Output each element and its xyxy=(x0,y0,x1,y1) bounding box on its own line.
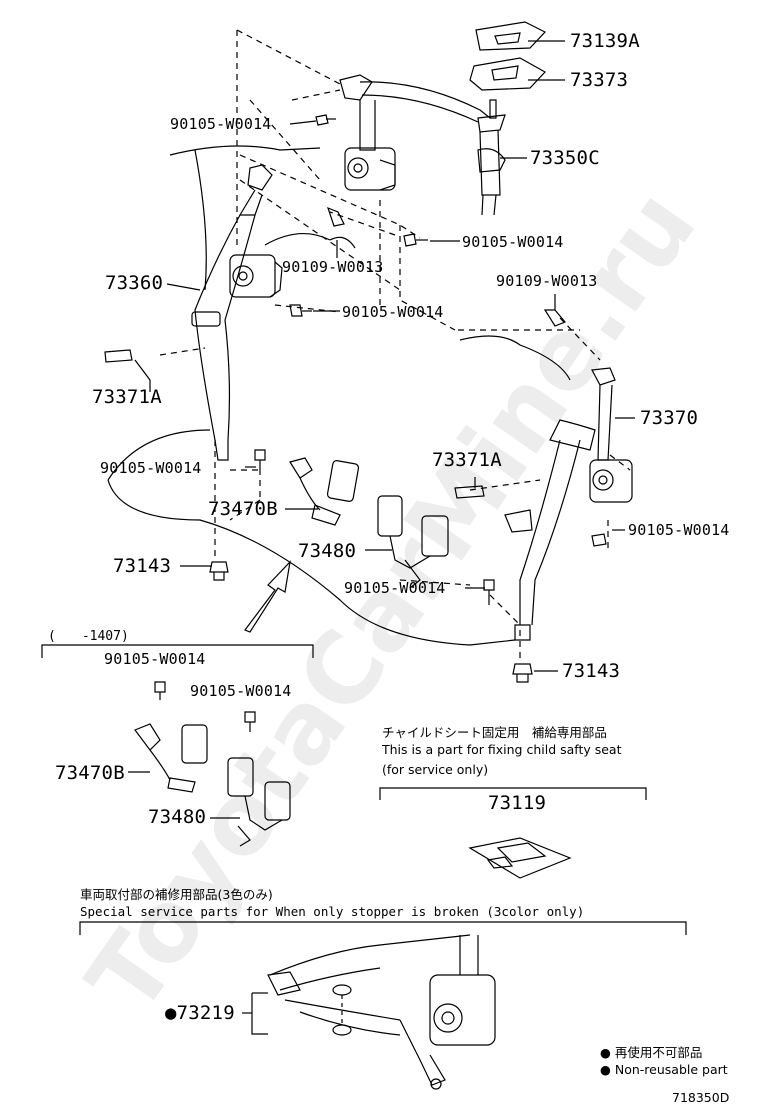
label-73470B-lower: 73470B xyxy=(55,762,125,784)
leader-90109-arc-2 xyxy=(329,236,356,249)
clip-73143-left xyxy=(209,561,229,581)
note-child-seat-jp: チャイルドシート固定用 補給専用部品 xyxy=(382,725,607,740)
label-73371A-right: 73371A xyxy=(432,449,502,471)
label-90105-right: 90105-W0014 xyxy=(628,521,730,539)
label-73470B-center: 73470B xyxy=(208,498,278,520)
label-73143-left: 73143 xyxy=(113,555,172,577)
label-range: ( -1407) xyxy=(48,629,129,644)
floor-outline-left xyxy=(107,429,211,481)
part-73371A-right-shape xyxy=(454,485,485,499)
belt-73370-shape xyxy=(504,367,633,641)
legend-non-reusable-en: ● Non-reusable part xyxy=(600,1062,728,1077)
range-bracket xyxy=(41,644,314,658)
upper-retractor xyxy=(339,74,491,191)
label-90105-upper-right: 90105-W0014 xyxy=(462,233,564,251)
label-90105-center: 90105-W0014 xyxy=(344,579,446,597)
label-73370: 73370 xyxy=(640,407,699,429)
part-73139A-shape xyxy=(475,21,546,51)
bolt-center xyxy=(483,579,495,605)
bolt-mid xyxy=(289,304,312,317)
label-73139A: 73139A xyxy=(570,30,640,52)
bolt-left-lower xyxy=(254,449,266,475)
leader-90109-arc-1 xyxy=(264,232,331,246)
floor-outline xyxy=(107,479,516,646)
bolt-right-top xyxy=(543,309,566,327)
label-90105-upper: 90105-W0014 xyxy=(170,115,272,133)
clip-73143-right xyxy=(512,663,533,683)
label-73350C: 73350C xyxy=(530,147,600,169)
special-bracket xyxy=(79,921,687,935)
label-73480-center: 73480 xyxy=(298,540,357,562)
phantom-outline-upper xyxy=(159,29,631,660)
part-73373-shape xyxy=(469,57,546,91)
label-90105-lower-1: 90105-W0014 xyxy=(104,650,206,668)
part-73350C-shape xyxy=(477,99,506,216)
bolt-upper-3 xyxy=(327,206,345,227)
diagram-id: 718350D xyxy=(672,1090,730,1105)
label-90105-lower-2: 90105-W0014 xyxy=(190,682,292,700)
label-90105-mid: 90105-W0014 xyxy=(342,303,444,321)
label-90109-right: 90109-W0013 xyxy=(496,272,598,290)
leader-lines xyxy=(134,40,635,672)
label-73119: 73119 xyxy=(488,792,547,814)
bolt-right-side xyxy=(591,533,607,547)
bolt-upper-2 xyxy=(403,233,428,247)
label-90105-left-lower: 90105-W0014 xyxy=(100,459,202,477)
label-73219: ●73219 xyxy=(165,1002,235,1024)
note-special-jp: 車両取付部の補修用部品(3色のみ) xyxy=(80,887,273,902)
label-73360: 73360 xyxy=(105,272,164,294)
label-73373: 73373 xyxy=(570,69,629,91)
body-line-top xyxy=(169,145,321,156)
note-special-en: Special service parts for When only stop… xyxy=(80,904,585,919)
buckle-73480-shape xyxy=(377,495,449,589)
label-73480-lower: 73480 xyxy=(148,806,207,828)
label-73143-right: 73143 xyxy=(562,660,621,682)
part-73119-shape xyxy=(468,837,572,879)
bolt-upper-1 xyxy=(315,114,336,126)
belt-73360-shape xyxy=(191,164,283,461)
direction-arrow xyxy=(244,560,291,633)
legend-non-reusable-jp: ● 再使用不可部品 xyxy=(600,1045,703,1060)
note-child-seat-en: This is a part for fixing child safty se… xyxy=(382,742,622,757)
body-line-right xyxy=(459,335,571,381)
note-child-seat-service: (for service only) xyxy=(382,762,489,777)
label-90109-center: 90109-W0013 xyxy=(282,258,384,276)
stopper-assembly xyxy=(242,934,496,1090)
part-73371A-left-shape xyxy=(104,349,133,363)
label-73371A-left: 73371A xyxy=(92,386,162,408)
buckle-73470B-shape xyxy=(289,457,360,526)
body-line-left xyxy=(194,149,207,291)
lower-buckle-group xyxy=(128,681,291,847)
child-seat-bracket xyxy=(379,787,647,800)
